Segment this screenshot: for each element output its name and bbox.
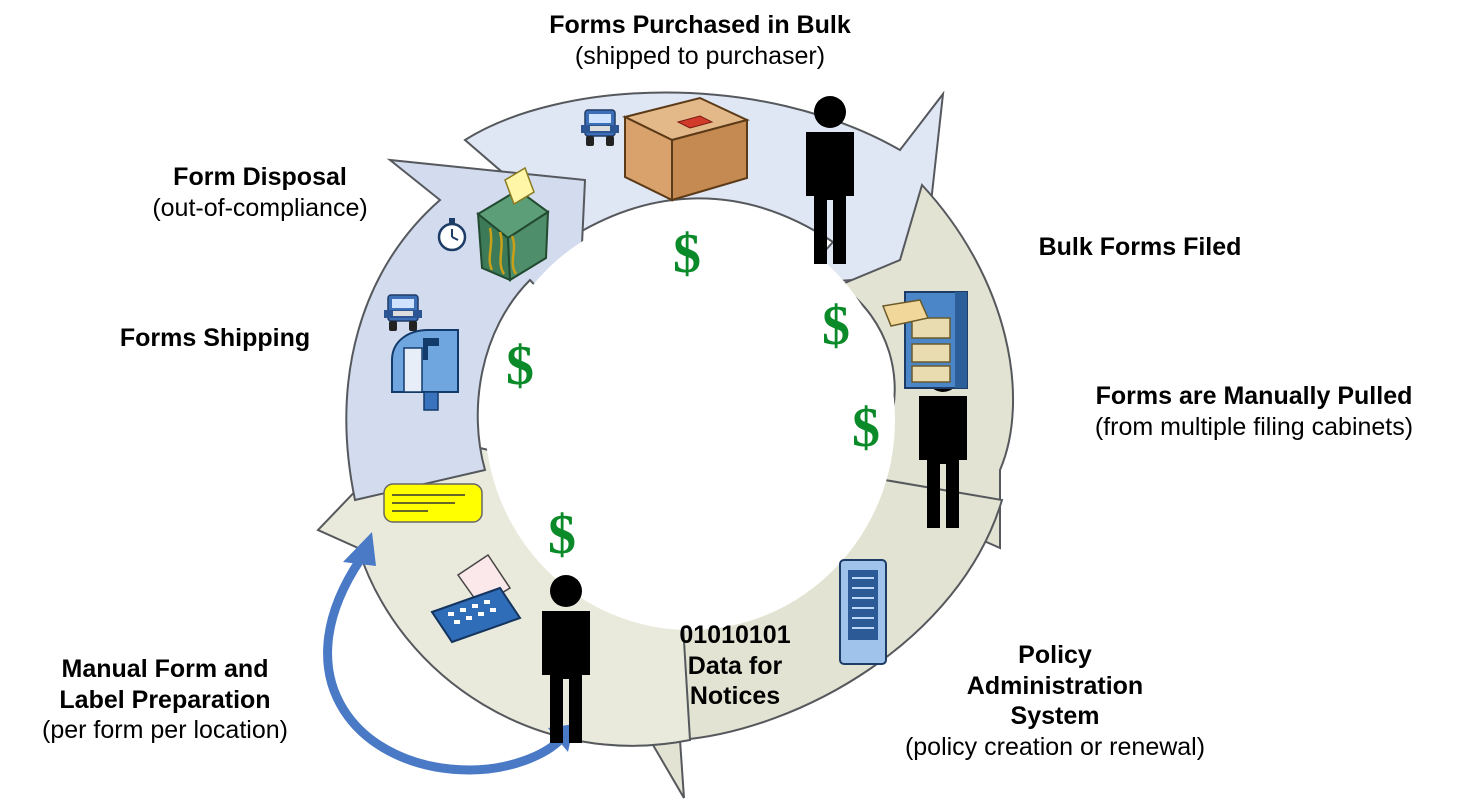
data-line: Data for — [687, 651, 783, 680]
step-subtitle: (per form per location) — [42, 716, 288, 744]
dollar-sign: $ — [506, 335, 534, 397]
label-filed: Bulk Forms Filed — [990, 232, 1290, 263]
server-rack-icon — [839, 559, 887, 665]
dollar-sign-icon: $ — [548, 504, 576, 566]
dollar-sign: $ — [548, 504, 576, 566]
step-subtitle: (from multiple filing cabinets) — [1094, 412, 1414, 441]
label-data: 01010101 Data for Notices — [640, 620, 830, 712]
step-title: Forms Shipping — [119, 324, 311, 352]
dollar-sign: $ — [822, 295, 850, 357]
label-bulk-purchase: Forms Purchased in Bulk (shipped to purc… — [480, 10, 920, 71]
step-title-line: Policy — [1018, 641, 1092, 669]
label-disposal: Form Disposal (out-of-compliance) — [110, 162, 410, 223]
data-line: Notices — [689, 682, 781, 710]
step-title-line: Administration — [966, 671, 1144, 700]
step-title: Bulk Forms Filed — [1038, 233, 1242, 261]
step-title-line: Label Preparation — [59, 685, 271, 714]
step-title-line: Manual Form and — [61, 655, 269, 683]
cardboard-box-icon — [622, 96, 750, 202]
dollar-sign-icon: $ — [506, 335, 534, 397]
step-title: Forms are Manually Pulled — [1095, 382, 1413, 410]
label-manual-prep: Manual Form and Label Preparation (per f… — [0, 654, 330, 746]
dollar-sign: $ — [673, 223, 701, 285]
typewriter-icon — [430, 553, 522, 644]
shredder-icon — [476, 166, 550, 282]
address-label-icon — [383, 483, 483, 523]
ring-center — [485, 210, 895, 630]
step-title: Form Disposal — [173, 163, 347, 191]
filing-cabinet-icon — [881, 291, 968, 389]
data-line: 01010101 — [679, 621, 791, 649]
dollar-sign: $ — [852, 397, 880, 459]
mailbox-icon — [391, 329, 459, 411]
dollar-sign-icon: $ — [673, 223, 701, 285]
step-subtitle: (policy creation or renewal) — [904, 732, 1206, 761]
stopwatch-icon — [437, 218, 467, 252]
step-title: Forms Purchased in Bulk — [549, 11, 851, 39]
step-subtitle: (shipped to purchaser) — [574, 41, 826, 70]
dollar-sign-icon: $ — [822, 295, 850, 357]
step-subtitle: (out-of-compliance) — [152, 193, 368, 222]
step-title-line: System — [1010, 702, 1100, 730]
label-shipping: Forms Shipping — [80, 323, 350, 354]
dollar-sign-icon: $ — [852, 397, 880, 459]
label-pulled: Forms are Manually Pulled (from multiple… — [1040, 381, 1468, 442]
label-pas: Policy Administration System (policy cre… — [840, 640, 1270, 762]
